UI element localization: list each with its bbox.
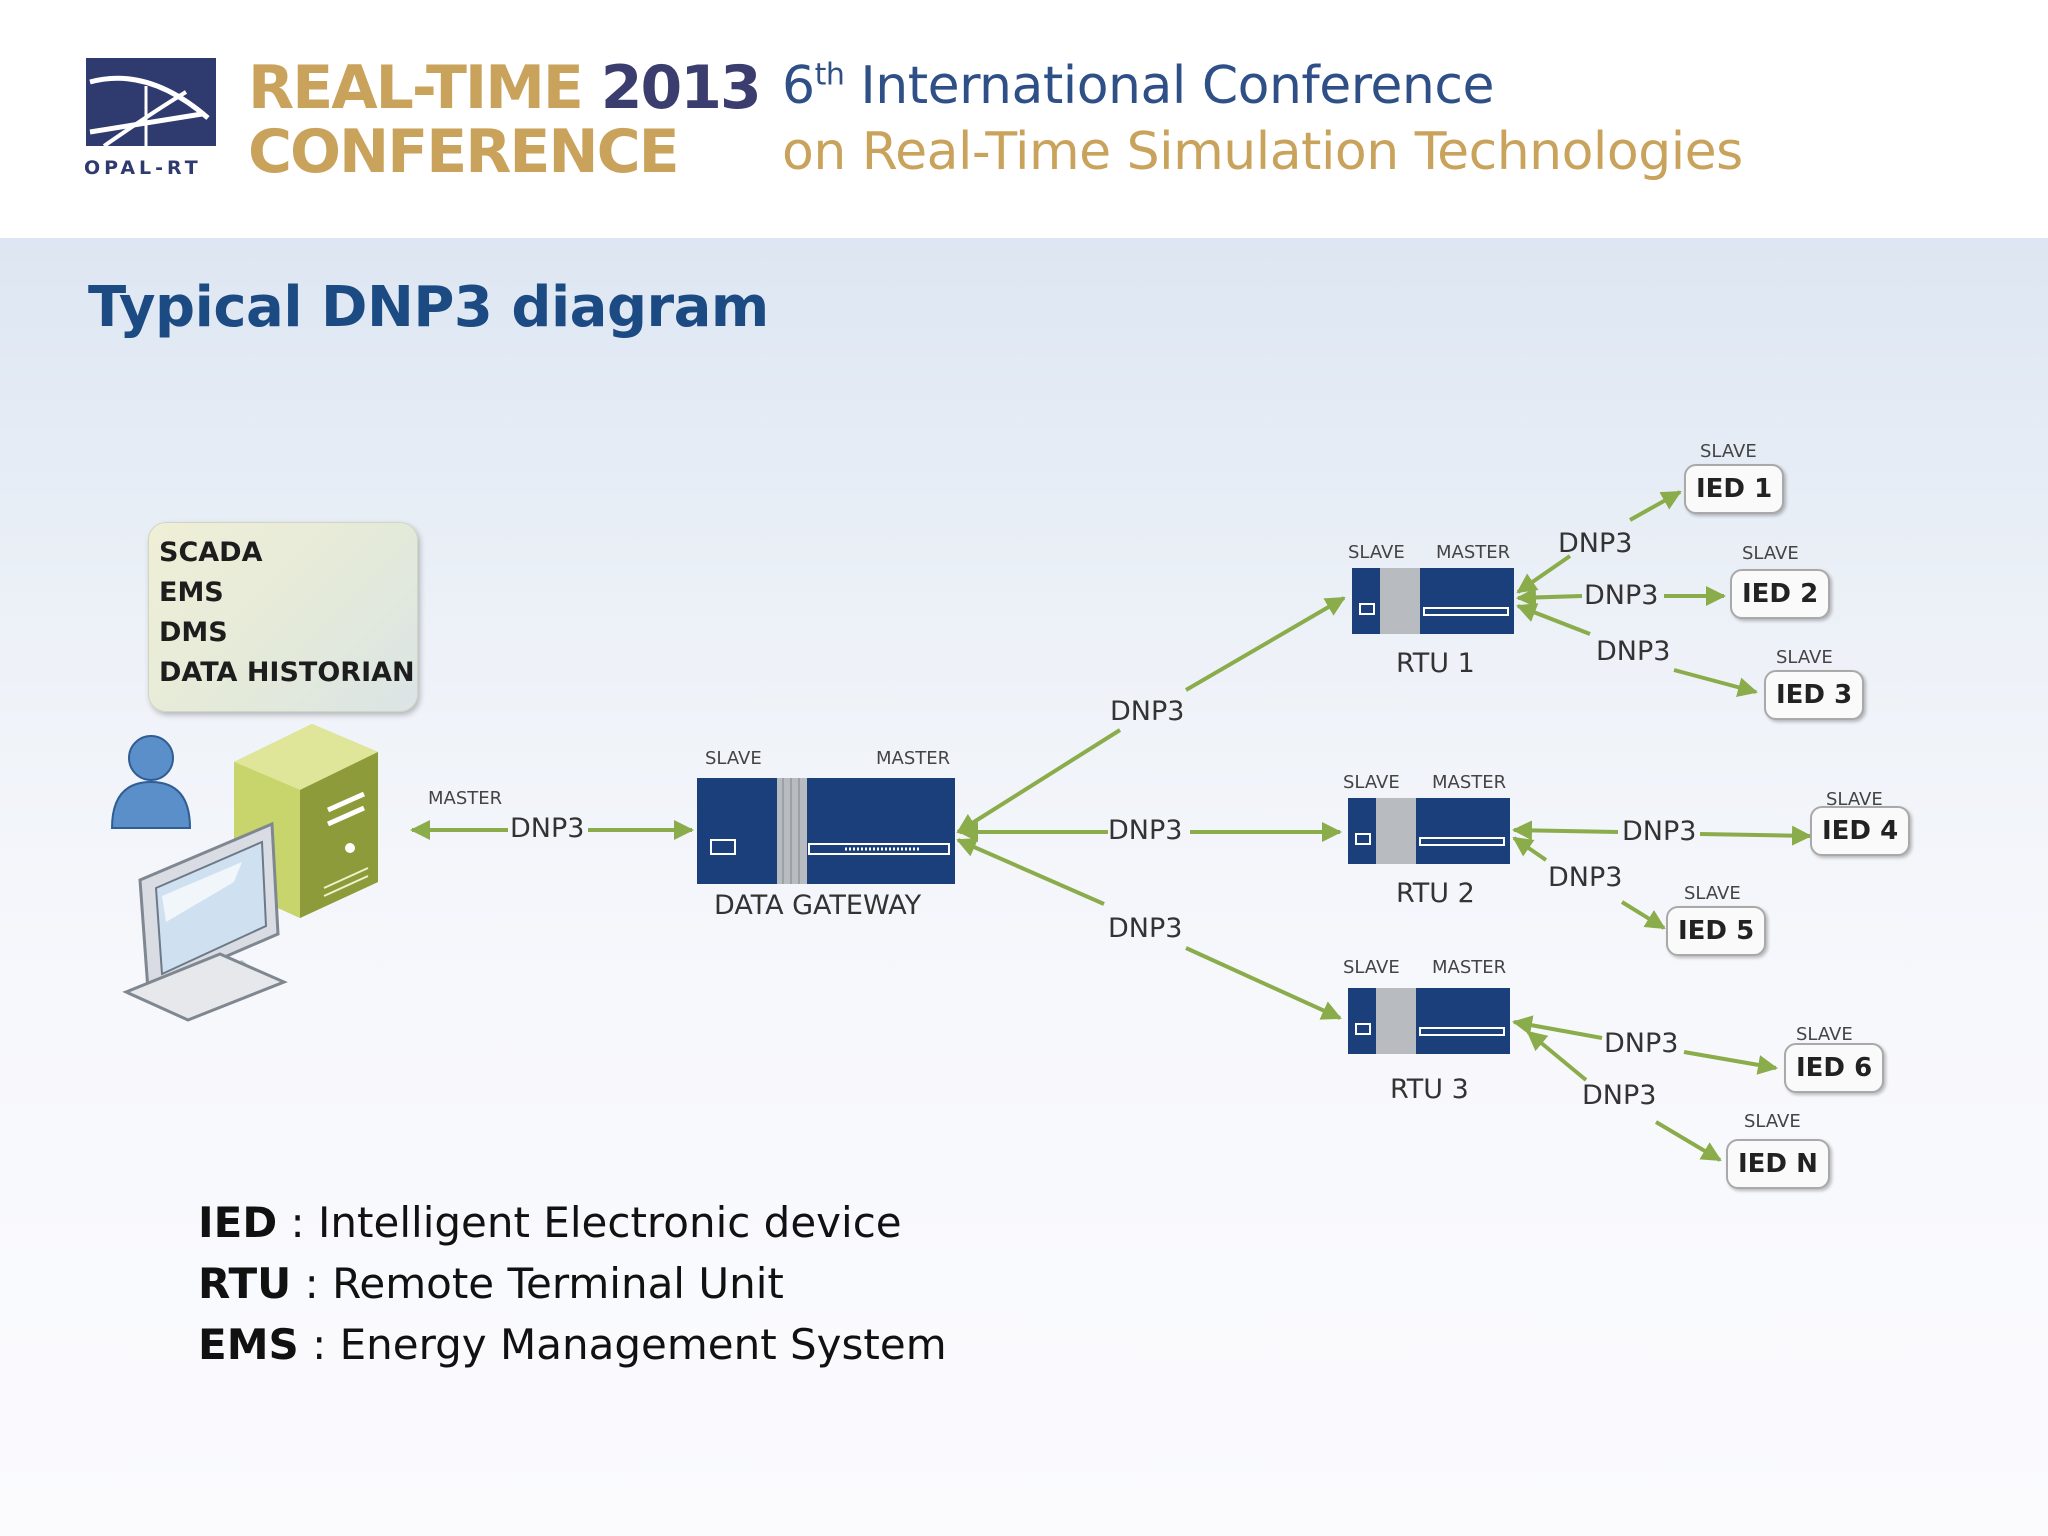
rtu3-device — [1348, 988, 1512, 1061]
rtu1-ied3-dnp3-label: DNP3 — [1596, 636, 1671, 667]
arrow-gateway-rtu1-in — [956, 728, 1122, 834]
monitor-icon — [122, 821, 292, 1027]
conference-name-line2: CONFERENCE — [248, 117, 680, 187]
iedn-slave-label: SLAVE — [1744, 1111, 1801, 1132]
arrow-rtu3-ied6-in — [1512, 1015, 1603, 1040]
arrow-rtu1-ied3-out — [1673, 668, 1758, 697]
gateway-rtu3-dnp3-label: DNP3 — [1108, 913, 1183, 944]
rtu2-master-label: MASTER — [1432, 772, 1507, 793]
ied1-box: IED 1 — [1684, 464, 1785, 514]
ied2-box: IED 2 — [1730, 569, 1831, 619]
gateway-rtu1-dnp3-label: DNP3 — [1110, 696, 1185, 727]
scada-systems-box: SCADA EMS DMS DATA HISTORIAN — [148, 522, 418, 712]
abbreviation-legend: IED : Intelligent Electronic device RTU … — [198, 1192, 947, 1375]
workstation-dnp3-label: DNP3 — [510, 813, 585, 844]
conference-label: REAL-TIME — [248, 53, 584, 123]
gateway-master-label: MASTER — [876, 748, 951, 769]
arrow-rtu3-iedn-out — [1654, 1120, 1722, 1162]
rtu1-device — [1352, 568, 1516, 641]
rtu3-ied6-dnp3-label: DNP3 — [1604, 1028, 1679, 1059]
rtu1-name: RTU 1 — [1396, 648, 1475, 679]
ied6-slave-label: SLAVE — [1796, 1024, 1853, 1045]
workstation-master-label: MASTER — [428, 788, 503, 809]
rtu3-master-label: MASTER — [1432, 957, 1507, 978]
opal-rt-logo-text: OPAL-RT — [84, 157, 202, 179]
data-historian-label: DATA HISTORIAN — [159, 657, 415, 688]
rtu2-ied4-dnp3-label: DNP3 — [1622, 816, 1697, 847]
legend-ied: IED : Intelligent Electronic device — [198, 1192, 947, 1253]
opal-rt-logo-icon — [86, 58, 218, 183]
legend-abbr: RTU — [198, 1259, 292, 1308]
ied5-slave-label: SLAVE — [1684, 883, 1741, 904]
slide-title: Typical DNP3 diagram — [88, 275, 769, 340]
legend-abbr: IED — [198, 1198, 278, 1247]
gateway-name: DATA GATEWAY — [714, 890, 922, 921]
arrow-rtu1-ied2-in — [1516, 587, 1583, 608]
legend-abbr: EMS — [198, 1320, 299, 1369]
ied2-slave-label: SLAVE — [1742, 543, 1799, 564]
rtu2-device — [1348, 798, 1512, 871]
legend-meaning: Energy Management System — [339, 1320, 947, 1369]
rtu2-ied5-dnp3-label: DNP3 — [1548, 862, 1623, 893]
rtu2-name: RTU 2 — [1396, 878, 1475, 909]
dms-label: DMS — [159, 617, 228, 648]
conference-year: 2013 — [600, 53, 762, 123]
gateway-slave-label: SLAVE — [705, 748, 762, 769]
ied6-box: IED 6 — [1784, 1043, 1885, 1093]
legend-ems: EMS : Energy Management System — [198, 1314, 947, 1375]
legend-sep: : — [277, 1198, 319, 1247]
arrow-rtu2-ied4-in — [1512, 820, 1619, 841]
gateway-rtu2-dnp3-label: DNP3 — [1108, 815, 1183, 846]
rtu1-ied2-dnp3-label: DNP3 — [1584, 580, 1659, 611]
legend-rtu: RTU : Remote Terminal Unit — [198, 1253, 947, 1314]
rtu3-slave-label: SLAVE — [1343, 957, 1400, 978]
ied5-box: IED 5 — [1666, 906, 1767, 956]
arrow-rtu3-ied6-out — [1683, 1050, 1778, 1075]
arrow-rtu1-ied1-in — [1516, 554, 1572, 594]
rtu1-slave-label: SLAVE — [1348, 542, 1405, 563]
ems-label: EMS — [159, 577, 224, 608]
legend-sep: : — [298, 1320, 340, 1369]
ied3-box: IED 3 — [1764, 670, 1865, 720]
legend-sep: : — [291, 1259, 333, 1308]
rtu2-slave-label: SLAVE — [1343, 772, 1400, 793]
arrow-gateway-rtu1-out — [1184, 596, 1346, 692]
data-gateway-device — [697, 778, 957, 891]
ied4-slave-label: SLAVE — [1826, 789, 1883, 810]
rtu1-ied1-dnp3-label: DNP3 — [1558, 528, 1633, 559]
arrow-rtu1-ied1-out — [1629, 490, 1682, 522]
ied3-slave-label: SLAVE — [1776, 647, 1833, 668]
subtitle-ordinal: 6 — [782, 56, 815, 116]
ied4-box: IED 4 — [1810, 806, 1911, 856]
conference-subtitle-line1: 6th International Conference — [782, 60, 1494, 112]
iedn-box: IED N — [1726, 1139, 1830, 1189]
conference-header: OPAL-RT REAL-TIME 2013 CONFERENCE 6th In… — [0, 0, 2048, 238]
arrow-rtu2-ied4-out — [1699, 825, 1812, 846]
legend-meaning: Remote Terminal Unit — [332, 1259, 784, 1308]
rtu3-name: RTU 3 — [1390, 1074, 1469, 1105]
arrow-gateway-rtu3-out — [1185, 946, 1342, 1020]
conference-name-line1: REAL-TIME 2013 — [248, 58, 762, 118]
arrow-rtu2-ied5-out — [1620, 900, 1666, 930]
scada-label: SCADA — [159, 537, 263, 568]
ied1-slave-label: SLAVE — [1700, 441, 1757, 462]
user-icon — [108, 732, 194, 837]
subtitle-text: International Conference — [844, 56, 1494, 116]
arrow-rtu1-ied3-in — [1516, 603, 1591, 636]
arrow-rtu3-iedn-in — [1526, 1030, 1588, 1082]
rtu1-master-label: MASTER — [1436, 542, 1511, 563]
arrow-rtu2-ied5-in — [1512, 836, 1548, 862]
rtu3-iedn-dnp3-label: DNP3 — [1582, 1080, 1657, 1111]
arrow-gateway-rtu3-in — [956, 838, 1105, 906]
legend-meaning: Intelligent Electronic device — [318, 1198, 902, 1247]
subtitle-ordinal-suffix: th — [814, 57, 845, 93]
conference-subtitle-line2: on Real-Time Simulation Technologies — [782, 122, 1743, 182]
